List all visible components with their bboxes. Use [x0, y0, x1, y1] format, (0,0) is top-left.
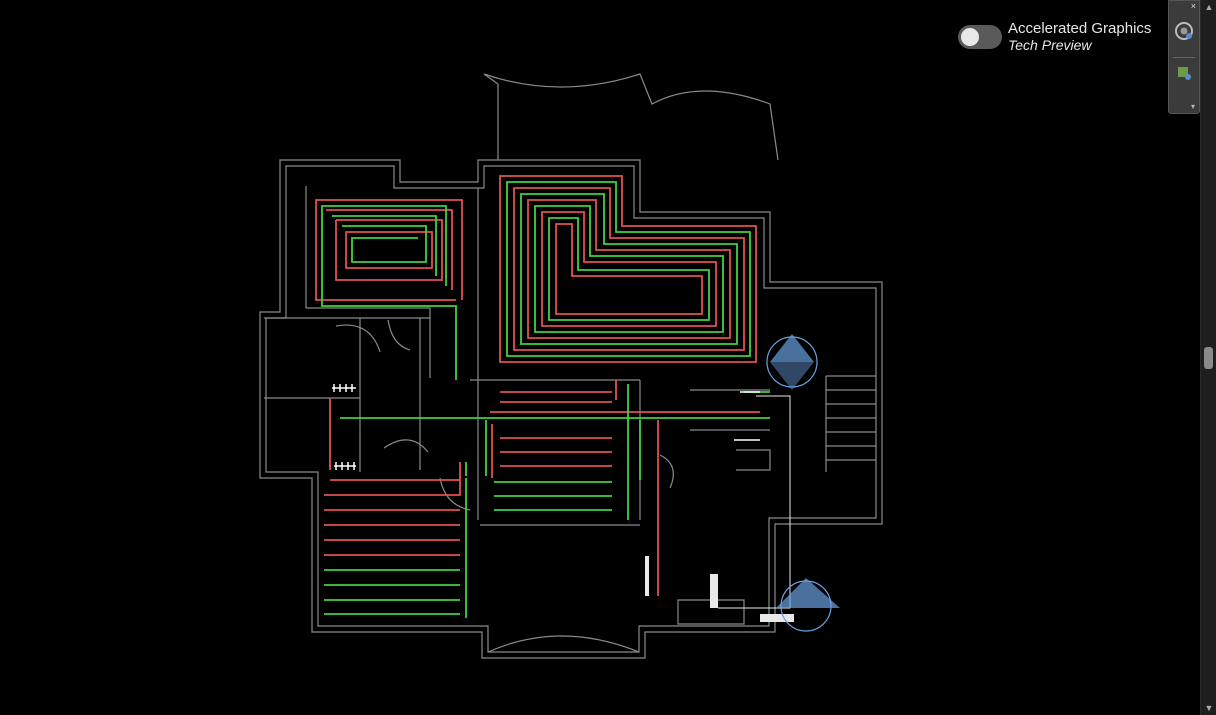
accelerated-graphics-toggle-group: Accelerated Graphics Tech Preview — [958, 20, 1151, 54]
fixture-block — [677, 599, 745, 625]
loop-room-center-supply — [329, 380, 760, 596]
manifold-1 — [332, 384, 356, 392]
small-bar — [645, 556, 649, 596]
door-swing-2 — [383, 439, 429, 453]
accelerated-graphics-toggle[interactable] — [958, 25, 1002, 49]
view-marker-lower[interactable] — [776, 578, 840, 632]
loop-room-sw-return — [324, 478, 467, 618]
stair-treads — [825, 375, 876, 472]
vertical-bar — [710, 574, 718, 608]
loop-room-nw-return — [321, 205, 457, 380]
navigation-bar: × ▾ — [1168, 0, 1200, 114]
bay-window-bottom — [487, 635, 640, 653]
inner-wall — [265, 165, 877, 653]
outer-wall — [259, 159, 883, 659]
door-swing-4 — [659, 454, 674, 489]
scroll-thumb[interactable] — [1204, 347, 1213, 369]
door-swing-1 — [335, 324, 381, 353]
leader-line — [718, 395, 791, 609]
loop-room-ne-return — [506, 181, 751, 357]
floor-plan-walls — [259, 73, 883, 659]
toggle-subtitle: Tech Preview — [1008, 37, 1092, 53]
heating-loops-supply — [315, 175, 760, 596]
loop-room-nw-supply — [315, 199, 463, 301]
manifolds — [332, 384, 760, 470]
navbar-separator — [1173, 57, 1195, 58]
vertical-scrollbar[interactable]: ▲ ▼ — [1200, 0, 1216, 715]
pan-icon[interactable] — [1176, 65, 1192, 81]
scroll-down-icon[interactable]: ▼ — [1204, 703, 1214, 713]
loop-room-ne-supply — [499, 175, 757, 363]
horizontal-bar — [760, 614, 794, 622]
heating-loops-return — [321, 181, 770, 618]
white-elements — [645, 556, 794, 622]
door-swing-5 — [387, 319, 411, 351]
toggle-knob — [961, 28, 979, 46]
steering-wheel-icon[interactable] — [1174, 21, 1194, 41]
toggle-label: Accelerated Graphics Tech Preview — [1008, 20, 1151, 54]
toggle-title: Accelerated Graphics — [1008, 20, 1152, 37]
manifold-2 — [334, 462, 356, 470]
close-navbar-icon[interactable]: × — [1190, 1, 1196, 11]
navbar-more-icon[interactable]: ▾ — [1190, 102, 1195, 111]
loop-room-sw-supply — [324, 462, 461, 556]
view-marker-upper[interactable] — [766, 334, 818, 390]
room-divider-left — [264, 186, 431, 472]
scroll-up-icon[interactable]: ▲ — [1204, 2, 1214, 12]
bay-window-top — [483, 73, 779, 161]
